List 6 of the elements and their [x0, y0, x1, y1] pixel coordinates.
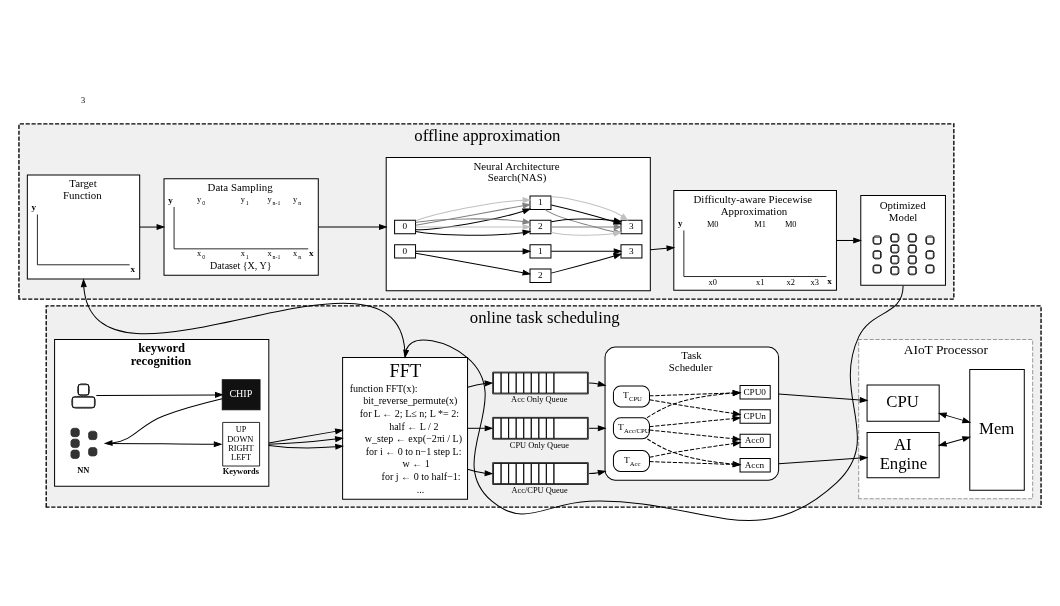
- node-label: Keywords: [222, 466, 259, 476]
- label: 3: [81, 95, 86, 105]
- node-label: Acc Only Queue: [511, 395, 568, 405]
- node-label: CPU Only Queue: [509, 440, 569, 450]
- node-label: Acc/CPU Queue: [511, 485, 568, 495]
- node-label: NN: [77, 465, 90, 475]
